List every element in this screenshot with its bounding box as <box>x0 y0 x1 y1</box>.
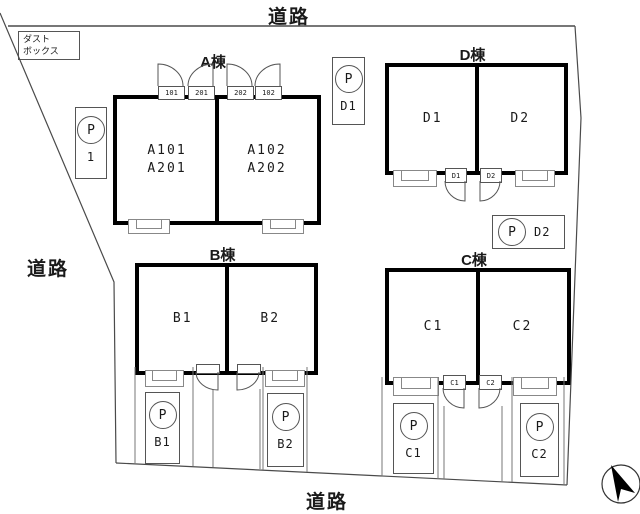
parking-stall-d1-label: D1 <box>340 99 357 113</box>
road-label-bottom: 道路 <box>306 492 349 513</box>
door-c1-label: C1 <box>450 378 459 387</box>
door-a-102-label: 102 <box>262 89 275 97</box>
parking-stall-b2: P B2 <box>267 393 304 467</box>
road-label-top: 道路 <box>268 7 311 28</box>
unit-b2: B2 <box>227 267 315 371</box>
building-a-party-wall <box>215 99 219 221</box>
building-c: C1 C2 <box>385 268 571 385</box>
unit-a101-a201-label: A101 A201 <box>147 143 187 176</box>
porch-a-right-step <box>269 220 297 229</box>
door-a-202-label: 202 <box>234 89 247 97</box>
door-c2: C2 <box>479 375 502 390</box>
parking-stall-c2-label: C2 <box>531 447 548 461</box>
boundary-right-line <box>566 25 582 486</box>
unit-c1-label: C1 <box>423 318 444 334</box>
unit-b1-label: B1 <box>172 311 193 327</box>
parking-stall-b1-label: B1 <box>154 435 171 449</box>
parking-p-icon: P <box>525 413 554 441</box>
door-d1: D1 <box>445 168 467 183</box>
parking-stall-b1: P B1 <box>145 392 180 464</box>
unit-d2: D2 <box>477 67 565 171</box>
parking-stall-1: P 1 <box>75 107 107 179</box>
unit-d1-label: D1 <box>422 111 443 127</box>
parking-stall-c2: P C2 <box>520 403 559 477</box>
parking-p-icon: P <box>77 116 105 144</box>
parking-p-icon: P <box>334 65 363 93</box>
building-b-title: B棟 <box>209 247 236 264</box>
parking-p-icon: P <box>399 412 428 440</box>
door-c2-label: C2 <box>486 378 495 387</box>
building-c-title: C棟 <box>461 252 487 269</box>
porch-d-right <box>515 170 555 187</box>
porch-b-left-step <box>152 371 177 381</box>
door-c1: C1 <box>443 375 466 390</box>
building-b-party-wall <box>224 267 229 371</box>
dust-box: ダスト ボックス <box>18 31 80 61</box>
unit-a102-a202: A102 A202 <box>217 99 317 221</box>
building-d: D1 D2 <box>385 63 568 175</box>
door-a-202: 202 <box>227 86 254 100</box>
porch-d-left-step <box>400 171 430 181</box>
boundary-left-line <box>0 12 117 464</box>
porch-c-right-step <box>520 378 550 390</box>
porch-d-left <box>393 170 437 187</box>
road-label-left: 道路 <box>27 259 70 280</box>
door-b1 <box>196 364 220 374</box>
porch-b-right <box>265 370 305 387</box>
parking-stall-d2: P D2 <box>492 215 565 249</box>
parking-stall-1-label: 1 <box>86 150 96 164</box>
unit-c1: C1 <box>389 272 478 381</box>
door-a-201-label: 201 <box>195 89 208 97</box>
porch-a-left-step <box>135 220 163 229</box>
parking-stall-d1: P D1 <box>332 57 365 125</box>
parking-stall-c1: P C1 <box>393 403 434 474</box>
parking-stall-b2-label: B2 <box>277 437 294 451</box>
door-b2 <box>237 364 261 374</box>
building-d-party-wall <box>474 67 479 171</box>
unit-b2-label: B2 <box>260 311 281 327</box>
door-d1-label: D1 <box>451 171 461 180</box>
unit-a101-a201: A101 A201 <box>117 99 217 221</box>
porch-b-left <box>145 370 184 387</box>
building-c-party-wall <box>476 272 480 381</box>
unit-a102-a202-label: A102 A202 <box>247 143 287 176</box>
parking-stall-d2-label: D2 <box>534 225 551 239</box>
parking-p-icon: P <box>271 403 300 431</box>
door-d2-label: D2 <box>486 171 496 180</box>
door-swings-c <box>442 387 501 409</box>
door-a-101-label: 101 <box>165 89 178 97</box>
unit-c2: C2 <box>478 272 567 381</box>
unit-b1: B1 <box>139 267 227 371</box>
porch-c-right <box>513 377 557 396</box>
building-a: A101 A201 A102 A202 <box>113 95 321 225</box>
unit-c2-label: C2 <box>512 318 533 334</box>
parking-p-icon: P <box>498 218 526 246</box>
door-a-201: 201 <box>188 86 215 100</box>
unit-d2-label: D2 <box>510 111 531 127</box>
parking-p-icon: P <box>148 401 177 429</box>
porch-c-left <box>393 377 439 396</box>
boundary-bottom-line <box>115 462 568 486</box>
door-d2: D2 <box>480 168 502 183</box>
building-b: B1 B2 <box>135 263 318 375</box>
porch-d-right-step <box>522 171 548 181</box>
building-a-title: A棟 <box>200 54 226 71</box>
porch-a-left <box>128 219 170 234</box>
door-swings-d <box>444 180 501 202</box>
north-arrow-icon <box>601 464 640 504</box>
porch-c-left-step <box>401 378 431 390</box>
door-a-101: 101 <box>158 86 185 100</box>
building-d-title: D棟 <box>459 47 486 64</box>
porch-b-right-step <box>272 371 298 381</box>
door-a-102: 102 <box>255 86 282 100</box>
parking-stall-c1-label: C1 <box>405 446 422 460</box>
unit-d1: D1 <box>389 67 477 171</box>
porch-a-right <box>262 219 304 234</box>
